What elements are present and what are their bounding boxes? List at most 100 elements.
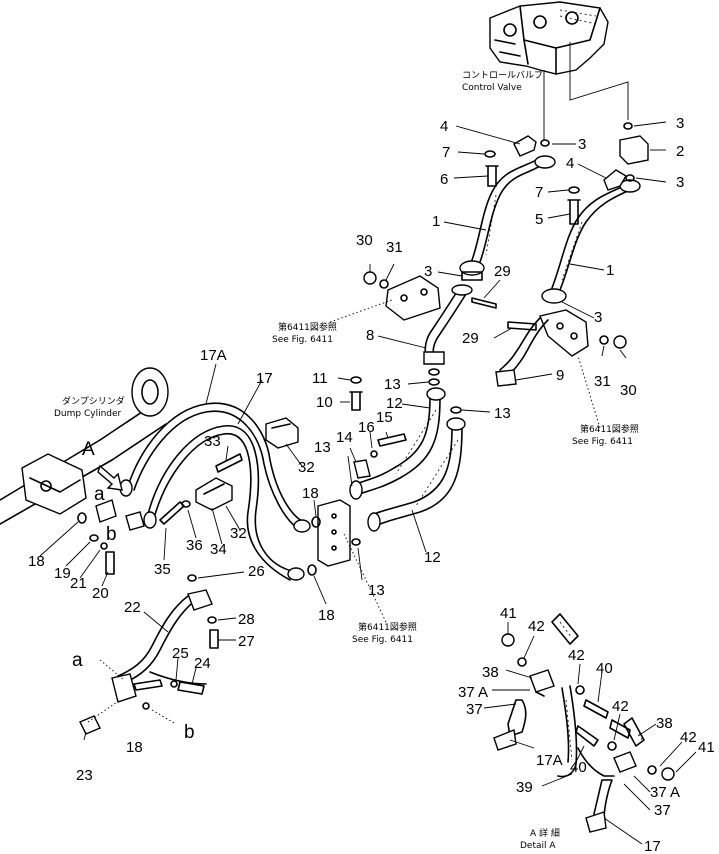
bolt-24 — [177, 681, 205, 695]
control-valve — [489, 1, 609, 75]
dump-cylinder-label-jp: ダンプシリンダ — [62, 395, 125, 407]
callout-41: 41 — [698, 739, 715, 756]
tube-1-left — [459, 155, 556, 281]
plug-23 — [79, 715, 101, 735]
washer-31a — [379, 279, 389, 289]
clamp-32b — [195, 477, 233, 511]
bracket-left — [385, 275, 441, 321]
washer-31b — [599, 335, 609, 345]
tube-1-right — [541, 179, 641, 304]
callout-27: 27 — [238, 633, 255, 650]
callout-13: 13 — [314, 439, 331, 456]
hose-12a — [349, 387, 446, 500]
callout-40: 40 — [596, 660, 613, 677]
callout-19: 19 — [54, 565, 71, 582]
callout-30: 30 — [356, 232, 373, 249]
callout-36: 36 — [186, 537, 203, 554]
dump-cylinder-label-en: Dump Cylinder — [54, 409, 122, 419]
clamp-32a — [265, 417, 299, 449]
callout-18: 18 — [302, 485, 319, 502]
o-ring-11 — [350, 376, 362, 384]
callout-18: 18 — [28, 553, 45, 570]
callout-32: 32 — [298, 459, 315, 476]
callout-17A: 17A — [536, 752, 563, 769]
callout-22: 22 — [124, 599, 141, 616]
washer-42c — [607, 741, 617, 751]
tube-22 — [111, 589, 213, 703]
dump-cylinder — [0, 367, 169, 525]
callout-10: 10 — [316, 394, 333, 411]
callout-18: 18 — [318, 607, 335, 624]
o-ring-28 — [207, 616, 217, 624]
clip-18d — [307, 564, 317, 576]
callout-35: 35 — [154, 561, 171, 578]
nut-30b — [613, 335, 627, 349]
callout-16: 16 — [358, 419, 375, 436]
fig-note-3-en: See Fig. 6411 — [352, 635, 413, 645]
callout-12: 12 — [386, 395, 403, 412]
callout-42: 42 — [528, 618, 545, 635]
callout-13: 13 — [368, 582, 385, 599]
callout-13: 13 — [494, 405, 511, 422]
bracket-right — [539, 309, 589, 357]
callout-42: 42 — [568, 647, 585, 664]
fitting-a — [95, 499, 117, 523]
tube-8 — [423, 284, 473, 376]
callout-37A: 37 A — [458, 684, 488, 701]
bolt-15 — [377, 433, 407, 447]
detail-a — [493, 613, 645, 833]
bolt-10 — [349, 391, 363, 411]
washer-21 — [100, 542, 108, 550]
callout-31: 31 — [386, 239, 403, 256]
washer-18e — [142, 702, 150, 710]
fig-note-1-jp: 第6411図参照 — [278, 321, 337, 333]
callout-3: 3 — [676, 174, 684, 191]
callout-2: 2 — [676, 143, 684, 160]
callout-1: 1 — [606, 262, 614, 279]
nut-41a — [501, 633, 515, 647]
callout-30: 30 — [620, 382, 637, 399]
nut-41b — [661, 767, 675, 781]
callout-17A: 17A — [200, 347, 227, 364]
clamp-4b — [603, 169, 627, 191]
hose-12b — [367, 417, 466, 532]
callout-37A: 37 A — [650, 784, 680, 801]
fitting-b — [125, 511, 145, 531]
callout-4: 4 — [440, 118, 448, 135]
clip-18c — [311, 516, 321, 528]
callout-41: 41 — [500, 605, 517, 622]
o-ring-13c — [351, 538, 361, 546]
callout-38: 38 — [482, 664, 499, 681]
callout-13: 13 — [384, 376, 401, 393]
washer-7a — [484, 150, 496, 158]
bolt-33 — [215, 453, 243, 473]
washer-7b — [568, 186, 580, 194]
callout-7: 7 — [535, 184, 543, 201]
washer-16 — [370, 450, 378, 458]
callout-12: 12 — [424, 549, 441, 566]
callout-34: 34 — [210, 541, 227, 558]
washer-42d — [647, 765, 657, 775]
o-ring-3c — [625, 174, 635, 182]
callout-42: 42 — [612, 698, 629, 715]
callout-17: 17 — [644, 838, 661, 854]
bolt-29b — [507, 321, 537, 331]
callout-23: 23 — [76, 767, 93, 784]
callout-31: 31 — [594, 373, 611, 390]
callout-11: 11 — [312, 370, 328, 387]
callout-42: 42 — [680, 729, 697, 746]
callout-15: 15 — [376, 409, 393, 426]
washer-25 — [170, 680, 178, 688]
clip-18a — [77, 512, 87, 524]
callout-8: 8 — [366, 327, 374, 344]
o-ring-13b — [450, 406, 462, 414]
tube-9 — [495, 317, 549, 387]
callout-7: 7 — [442, 144, 450, 161]
callout-17: 17 — [256, 370, 273, 387]
o-ring-3a — [540, 139, 550, 147]
bolt-5 — [567, 199, 581, 225]
callout-3: 3 — [594, 309, 602, 326]
callout-37: 37 — [654, 802, 671, 819]
letter-a: a — [94, 484, 105, 505]
